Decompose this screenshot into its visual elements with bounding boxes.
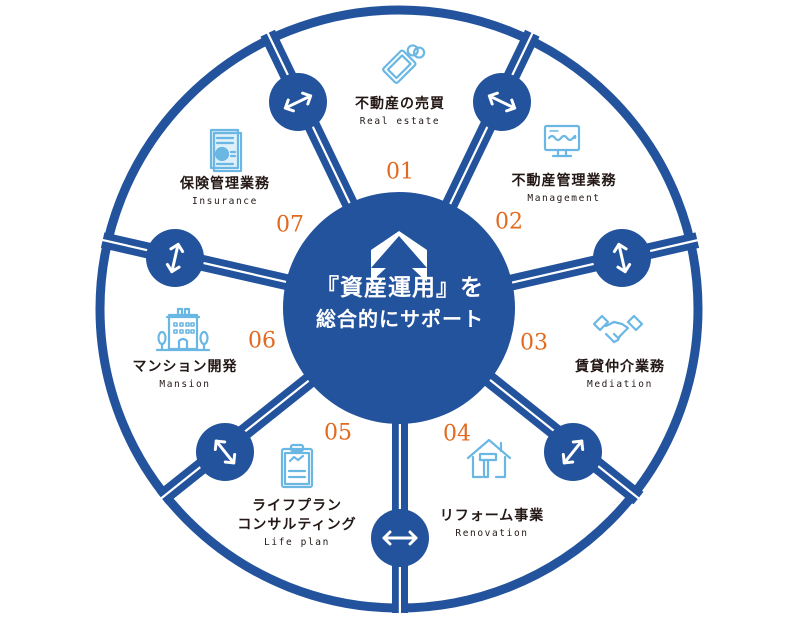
segment-subtitle: Real estate xyxy=(359,116,441,127)
connector-node-bottom-right[interactable] xyxy=(544,423,602,481)
connector-nodes xyxy=(146,73,651,567)
segment-subtitle: Mansion xyxy=(159,379,211,390)
center-line-1: 『資産運用』を xyxy=(316,275,484,301)
segment-real-estate[interactable]: 不動産の売買 Real estate xyxy=(355,95,445,127)
clipboard-chart-icon xyxy=(280,443,314,489)
segment-renovation[interactable]: リフォーム事業 Renovation xyxy=(440,507,545,539)
segment-number: 01 xyxy=(386,159,414,185)
apartment-building-icon xyxy=(155,307,211,352)
connector-node-bottom[interactable] xyxy=(371,509,429,567)
connector-node-bottom xyxy=(371,509,429,567)
document-pie-icon xyxy=(209,128,243,173)
segment-subtitle: Renovation xyxy=(455,528,529,539)
connector-node-bottom-left[interactable] xyxy=(196,423,254,481)
connector-node-top-right xyxy=(473,73,531,131)
double-arrow-icon xyxy=(382,530,418,546)
connector-node-top-left[interactable] xyxy=(269,73,327,131)
double-arrow-icon xyxy=(165,242,185,274)
segment-number: 04 xyxy=(443,421,471,447)
segment-subtitle: Life plan xyxy=(264,537,330,548)
segment-insurance[interactable]: 保険管理業務 Insurance xyxy=(180,175,270,207)
segment-subtitle: Insurance xyxy=(192,196,258,207)
segment-number: 03 xyxy=(520,330,548,356)
connector-node-right[interactable] xyxy=(593,229,651,287)
double-arrow-icon xyxy=(612,242,632,274)
segment-title: 不動産管理業務 xyxy=(511,173,617,189)
connector-node-bottom-left xyxy=(196,423,254,481)
segment-mansion[interactable]: マンション開発 Mansion xyxy=(133,358,238,390)
segment-title: 不動産の売買 xyxy=(355,96,445,112)
price-tag-icon xyxy=(382,44,426,84)
segment-mediation[interactable]: 賃貸仲介業務 Mediation xyxy=(575,358,665,390)
segment-number: 06 xyxy=(248,328,276,354)
double-arrow-icon xyxy=(213,439,237,465)
connector-node-top-right[interactable] xyxy=(473,73,531,131)
segment-title: マンション開発 xyxy=(132,359,238,375)
segment-number: 07 xyxy=(276,212,304,238)
segment-number: 05 xyxy=(324,420,352,446)
double-arrow-icon xyxy=(487,91,517,113)
connector-node-top-left xyxy=(269,73,327,131)
monitor-icon xyxy=(543,124,581,158)
segment-subtitle: Mediation xyxy=(587,379,653,390)
segment-title: 賃貸仲介業務 xyxy=(575,359,665,375)
segment-subtitle: Management xyxy=(527,193,601,204)
connector-node-left xyxy=(146,229,204,287)
roof-chevron-icon xyxy=(371,231,427,282)
double-arrow-icon xyxy=(561,439,585,465)
segment-title: リフォーム事業 xyxy=(439,508,545,524)
segment-management[interactable]: 不動産管理業務 Management xyxy=(512,172,617,204)
segment-title-line-2: コンサルティング xyxy=(237,517,357,533)
connector-node-left[interactable] xyxy=(146,229,204,287)
connector-node-right xyxy=(593,229,651,287)
center-hub xyxy=(283,192,515,424)
segment-life-plan[interactable]: ライフプラン コンサルティング Life plan xyxy=(237,497,356,548)
handshake-icon xyxy=(592,314,644,344)
center-line-2: 総合的にサポート xyxy=(316,307,484,331)
connector-node-bottom-right xyxy=(544,423,602,481)
double-arrow-icon xyxy=(283,91,313,113)
segment-title: 保険管理業務 xyxy=(180,176,270,192)
segment-title-line-1: ライフプラン xyxy=(251,498,342,514)
segment-number: 02 xyxy=(495,209,523,235)
center-message: 『資産運用』を 総合的にサポート xyxy=(316,272,484,334)
house-hammer-icon xyxy=(466,438,512,479)
